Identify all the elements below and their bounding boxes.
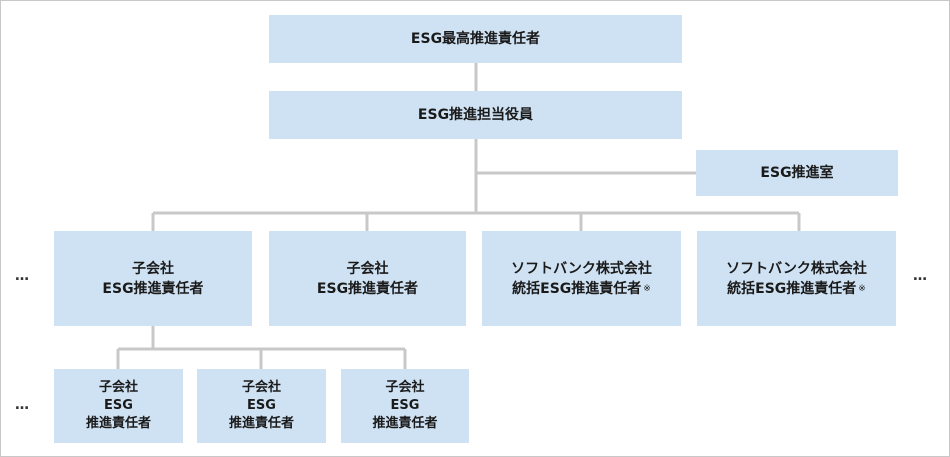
- node-label-line2: 統括ESG推進責任者※: [512, 279, 651, 299]
- footnote-mark: ※: [643, 283, 651, 294]
- node-label-line3: 推進責任者: [85, 416, 151, 431]
- node-label-line1: 子会社: [241, 380, 281, 395]
- node-subsidiary-1: 子会社 ESG推進責任者: [54, 231, 252, 326]
- node-label-line1: 子会社: [132, 260, 174, 277]
- node-child-subsidiary-2: 子会社 ESG 推進責任者: [197, 369, 326, 443]
- node-label-line1: 子会社: [385, 380, 425, 395]
- footnote-mark: ※: [858, 283, 866, 294]
- node-label-line2: ESG: [104, 398, 133, 413]
- node-label-line3: 推進責任者: [372, 416, 438, 431]
- node-label-text: 統括ESG推進責任者: [727, 280, 857, 297]
- node-label: ESG最高推進責任者: [410, 31, 541, 47]
- ellipsis-right-level2: …: [913, 268, 928, 284]
- node-label-line1: ソフトバンク株式会社: [511, 260, 652, 277]
- node-label-line1: ソフトバンク株式会社: [726, 260, 867, 277]
- node-label-line1: 子会社: [346, 260, 389, 277]
- node-label-line2: ESG: [247, 398, 276, 413]
- node-label-line1: 子会社: [98, 380, 138, 395]
- node-label-line2: ESG: [390, 398, 420, 413]
- ellipsis-left-level2: …: [15, 268, 30, 284]
- ellipsis-left-level3: …: [15, 397, 30, 413]
- node-child-subsidiary-3: 子会社 ESG 推進責任者: [341, 369, 469, 443]
- node-softbank-2: ソフトバンク株式会社 統括ESG推進責任者※: [697, 231, 896, 326]
- node-top-esg-officer: ESG最高推進責任者: [269, 15, 682, 63]
- node-label: ESG推進担当役員: [417, 107, 534, 123]
- node-child-subsidiary-1: 子会社 ESG 推進責任者: [54, 369, 183, 443]
- node-esg-office: ESG推進室: [696, 150, 898, 196]
- node-label-line2: ESG推進責任者: [102, 280, 204, 297]
- node-esg-officer: ESG推進担当役員: [269, 91, 682, 139]
- node-label-line2: ESG推進責任者: [316, 280, 419, 297]
- node-softbank-1: ソフトバンク株式会社 統括ESG推進責任者※: [482, 231, 681, 326]
- node-label-line3: 推進責任者: [228, 416, 294, 431]
- node-subsidiary-2: 子会社 ESG推進責任者: [269, 231, 466, 326]
- node-label-line2: 統括ESG推進責任者※: [727, 279, 866, 299]
- node-label: ESG推進室: [760, 165, 834, 181]
- node-label-text: 統括ESG推進責任者: [512, 280, 642, 297]
